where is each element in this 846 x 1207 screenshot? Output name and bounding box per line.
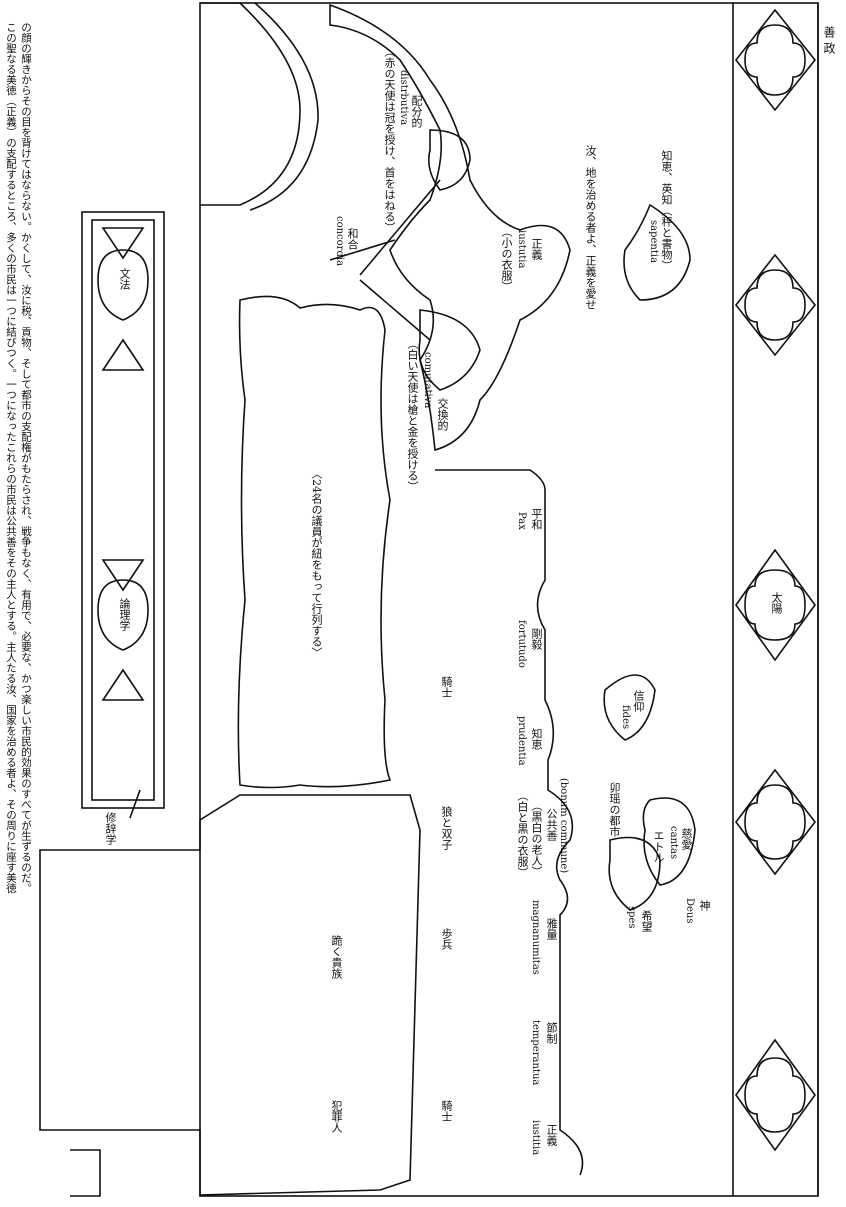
fortitudo-label-latin: fortutudo [516,620,527,668]
spes-label-latin: spes [626,906,637,929]
concordia-label-latin: concordia [334,216,345,266]
concordia-label-jp: 和合 [346,228,359,250]
distributiva-angel [429,130,470,190]
lower-gate-block [40,795,420,1195]
prudentia-label-latin: prudentia [516,716,527,766]
justice-figure [330,5,570,450]
upper-arch-inner [250,3,318,210]
distributiva-note: （赤の天使は冠を授け、首をはねる） [383,46,396,233]
bonum-note-2: （白と黒の衣服） [516,790,529,878]
bonum-label-latin: (bonum commune) [558,778,569,873]
page-title: 善 政 [822,26,835,54]
logic-label: 論理学 [118,598,131,631]
temperantia-label-latin: temperantua [530,1020,541,1085]
sapientia-label-jp: 知恵、英知（秤と書物） [660,150,673,271]
caption-line-2: の顔の輝きからその目を背けてはならない。かくして、汝に税、貢物、そして都市の支配… [18,22,33,1202]
caritas-extra: エトル [652,830,665,863]
fides-label-jp: 信仰 [632,690,645,712]
fortitudo-label-jp: 剛毅 [530,628,543,650]
rope-distributiva [360,180,440,275]
pax-label-jp: 平和 [530,508,543,530]
deus-label-latin: Deus [684,898,695,924]
grammar-label: 文法 [118,268,131,290]
nobles-label: 跪く貴族 [330,935,343,979]
wolf-label: 狼と双子 [440,806,453,850]
deus-label-jp: 神 [698,900,711,911]
spes-label-jp: 希望 [640,910,653,932]
magnanimitas-label-latin: magnanumitas [530,900,541,975]
distributiva-label-jp: 配分的 [410,95,423,128]
left-border-panel [82,212,164,808]
sun-label: 太陽 [770,592,783,614]
iustitia-label-latin: iustutia [516,230,527,268]
infantry-label: 歩兵 [440,928,453,950]
border-medallions [736,10,815,1150]
pax-label-latin: Pax [516,512,527,530]
fides-label-latin: fides [620,705,631,729]
iustitia-note: （小の衣服） [500,226,513,292]
caption-line-1: この聖なる美徳（正義）の支配するところ、多くの市民は一つに結びつく。一つになった… [3,22,18,1202]
commutativa-label-latin: comutativa [422,352,433,408]
prudentia-label-jp: 知恵 [530,728,543,750]
rhetoric-marker [130,790,140,818]
bonum-label-jp: 公共善 [545,808,558,841]
iustitia2-label-latin: iustitia [530,1120,541,1155]
bonum-note-1: （黒白の老人） [530,800,543,877]
temperantia-label-jp: 節制 [545,1022,558,1044]
rhetoric-label: 修辞学 [104,812,117,845]
caritas-label-jp: 慈愛 [680,828,693,850]
iustitia-label-jp: 正義 [530,238,543,260]
council-label: 〈24名の議員が紐をもって行列する〉 [310,468,323,658]
knights-label-2: 騎士 [440,1100,453,1122]
sienese-label: 卯瑶の都市 [608,782,621,837]
caritas-label-latin: cantas [668,826,679,859]
iustitia2-label-jp: 正義 [545,1124,558,1146]
sapientia-label-latin: sapentia [648,220,659,263]
gate-step [70,1150,100,1196]
commutativa-note: （白い天使は槍と金を授ける） [406,338,419,492]
criminals-label: 犯罪人 [330,1100,343,1133]
inscription: 汝、地を治める者よ、正義を愛せ [584,145,597,310]
magnanimitas-label-jp: 雅量 [545,918,558,940]
knights-label-1: 騎士 [440,676,453,698]
commutativa-label-jp: 交換的 [436,398,449,431]
left-border-inner [92,220,154,800]
distributiva-label-latin: distrbutiva [398,70,409,125]
